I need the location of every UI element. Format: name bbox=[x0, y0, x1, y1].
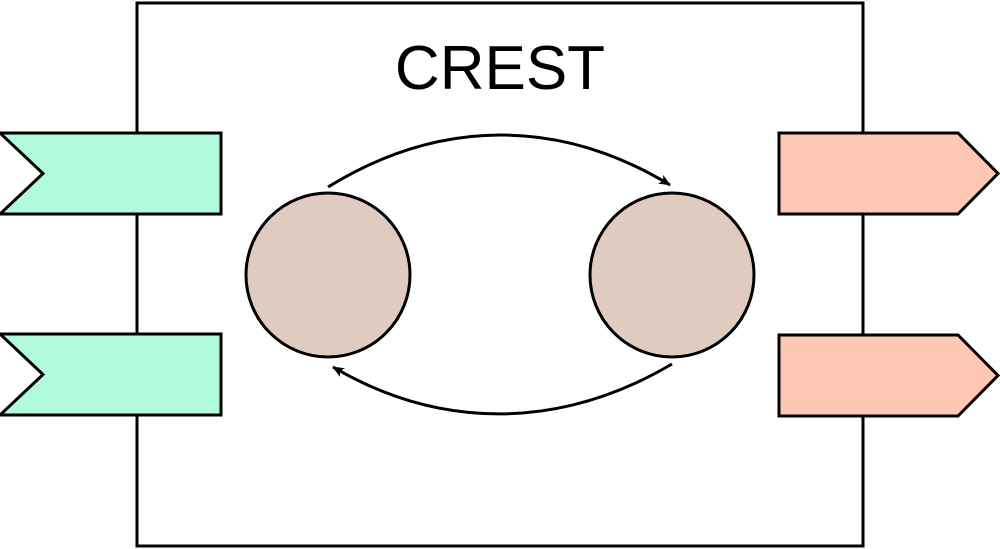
output-port-2 bbox=[777, 333, 1000, 418]
output-port-1 bbox=[777, 131, 1000, 216]
input-port-2 bbox=[0, 332, 223, 417]
input-port-1 bbox=[0, 131, 223, 216]
transition-right-to-left bbox=[332, 362, 673, 416]
state-left bbox=[244, 191, 412, 359]
entity-title: CREST bbox=[395, 34, 605, 103]
state-right bbox=[588, 191, 756, 359]
transition-left-to-right bbox=[327, 133, 671, 189]
